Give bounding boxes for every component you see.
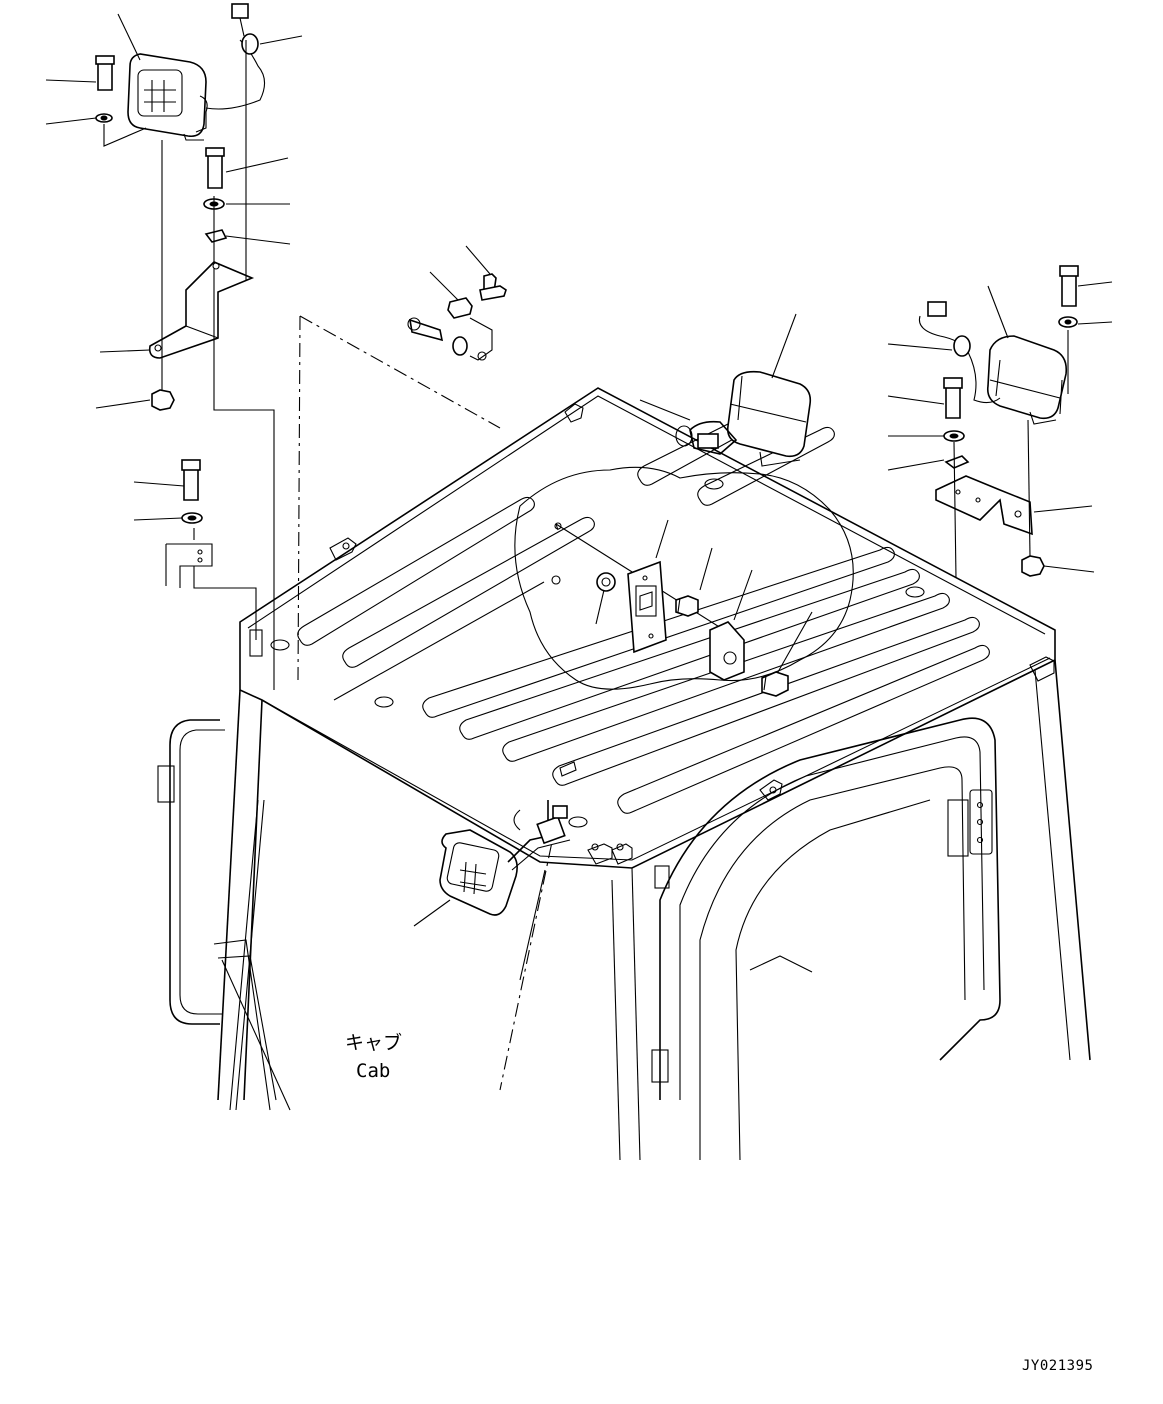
top-center-small-parts <box>407 245 507 361</box>
front-light-leader <box>413 899 451 927</box>
front-work-light <box>439 800 633 916</box>
drawing-code: JY021395 <box>1022 1358 1094 1374</box>
detail-bubble <box>514 466 854 697</box>
rear-light-leader <box>771 313 797 379</box>
rear-work-light <box>639 370 812 467</box>
cab-label-en: Cab <box>356 1060 391 1082</box>
right-light-assembly <box>887 265 1113 579</box>
top-left-light-assembly <box>45 3 303 690</box>
left-clip-assembly <box>133 459 263 657</box>
cab-body <box>157 659 1091 1161</box>
cab-label-jp: キャブ <box>345 1032 403 1054</box>
cab-roof <box>239 315 1056 869</box>
